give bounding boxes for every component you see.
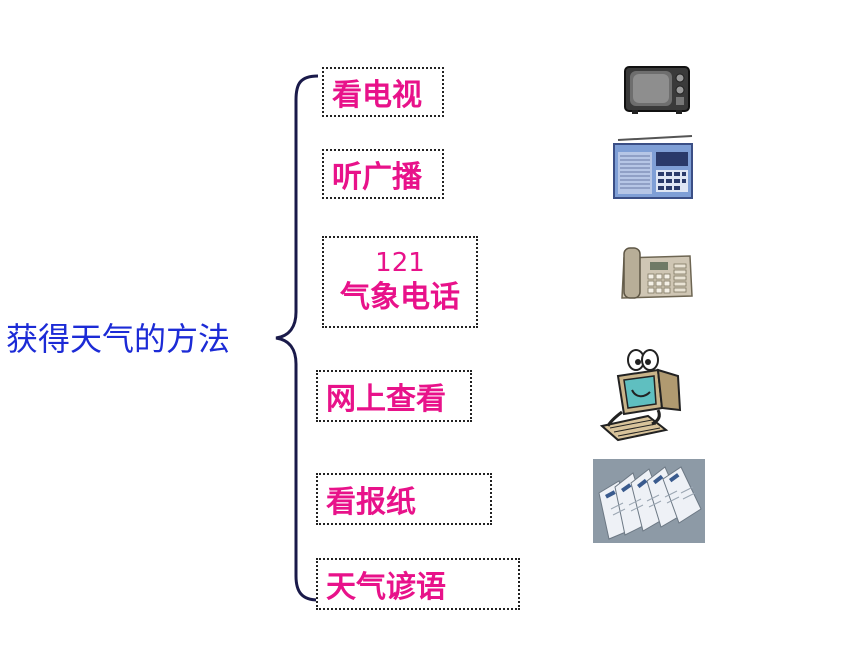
tv-icon: [624, 66, 690, 114]
method-box-internet: 网上查看: [316, 370, 472, 422]
method-label: 听广播: [332, 160, 422, 195]
newspaper-icon: [593, 459, 705, 543]
method-label: 网上查看: [326, 382, 446, 417]
root-label: 获得天气的方法: [6, 320, 231, 358]
computer-icon: [599, 349, 682, 442]
method-box-tv: 看电视: [322, 67, 444, 117]
telephone-icon: [621, 247, 693, 299]
method-label: 天气谚语: [326, 570, 446, 605]
method-label: 看电视: [332, 78, 422, 113]
method-box-phone: 121 气象电话: [322, 236, 478, 328]
method-label-line1: 121: [375, 248, 425, 279]
method-label: 看报纸: [326, 485, 416, 520]
method-box-proverb: 天气谚语: [316, 558, 520, 610]
method-box-radio: 听广播: [322, 149, 444, 199]
method-box-newspaper: 看报纸: [316, 473, 492, 525]
radio-icon: [612, 134, 694, 200]
method-label-line2: 气象电话: [340, 279, 460, 315]
